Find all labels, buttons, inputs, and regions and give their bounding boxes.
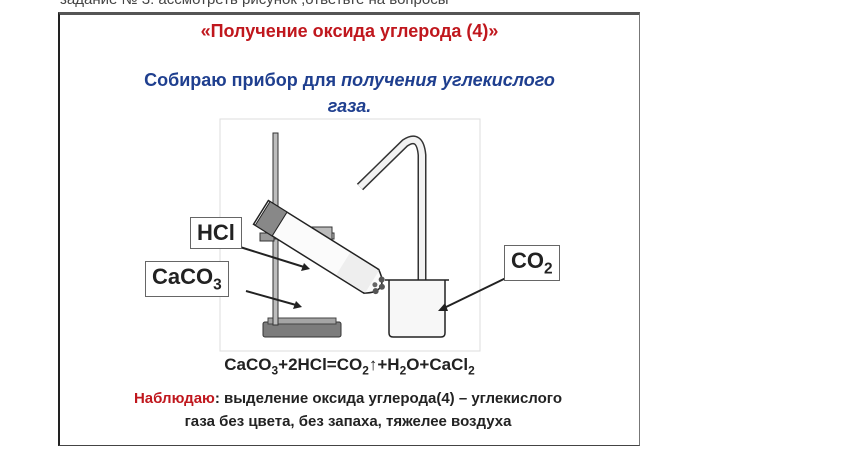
caco3-pointer-head [293,301,302,309]
subtitle-text-1: Собираю прибор для [144,70,342,90]
slide-subtitle: Собираю прибор для получения углекислого… [60,67,639,119]
eq-part: ↑+H [368,355,400,374]
acid-liquid [336,252,379,293]
caco3-grain [378,276,385,283]
hcl-pointer-head [301,263,310,271]
observation-text: Наблюдаю: выделение оксида углерода(4) –… [68,387,628,433]
co2-pointer-line [443,276,509,309]
hcl-label: HCl [190,217,242,249]
stand-base-top [267,317,337,325]
caco3-grain [378,283,385,290]
test-tube [252,199,385,295]
beaker [388,280,446,338]
eq-sub: 2 [468,363,475,378]
hcl-pointer-line [239,246,305,268]
observation-line-2: газа без цвета, без запаха, тяжелее возд… [184,413,512,430]
caco3-grain [372,288,379,295]
eq-sub: 2 [399,363,407,378]
stopper [254,200,288,237]
eq-sub: 3 [271,363,279,378]
observation-label: Наблюдаю [133,390,215,407]
eq-part: O+CaCl [406,355,469,374]
reaction-equation: CaCO3+2HCl=CO2↑+H2O+CaCl2 [60,355,639,377]
eq-part: +2HCl=CO [278,355,363,374]
caco3-grain [372,282,378,288]
eq-sub: 2 [362,363,369,378]
gas-tube-inner [357,137,425,331]
eq-part: CaCO [224,355,272,374]
co2-pointer-head [438,303,448,311]
co2-label-sub: 2 [544,260,553,278]
subtitle-text-2: получения углекислого [341,70,555,90]
co2-label-text: CO [511,248,544,273]
top-instruction-text: задание № 3: ассмотреть рисунок ,ответьт… [60,0,449,8]
caco3-pointer-line [245,290,297,306]
slide: «Получение оксида углерода (4)» Собираю … [58,12,640,446]
apparatus-diagram [219,118,509,352]
caco3-label-sub: 3 [213,276,222,294]
caco3-label: CaCO3 [145,261,229,298]
caco3-label-text: CaCO [152,264,214,289]
observation-line-1: : выделение оксида углерода(4) – углекис… [214,390,563,407]
subtitle-text-3: газа. [327,96,372,116]
co2-label: CO2 [504,245,560,282]
slide-title: «Получение оксида углерода (4)» [200,21,499,41]
